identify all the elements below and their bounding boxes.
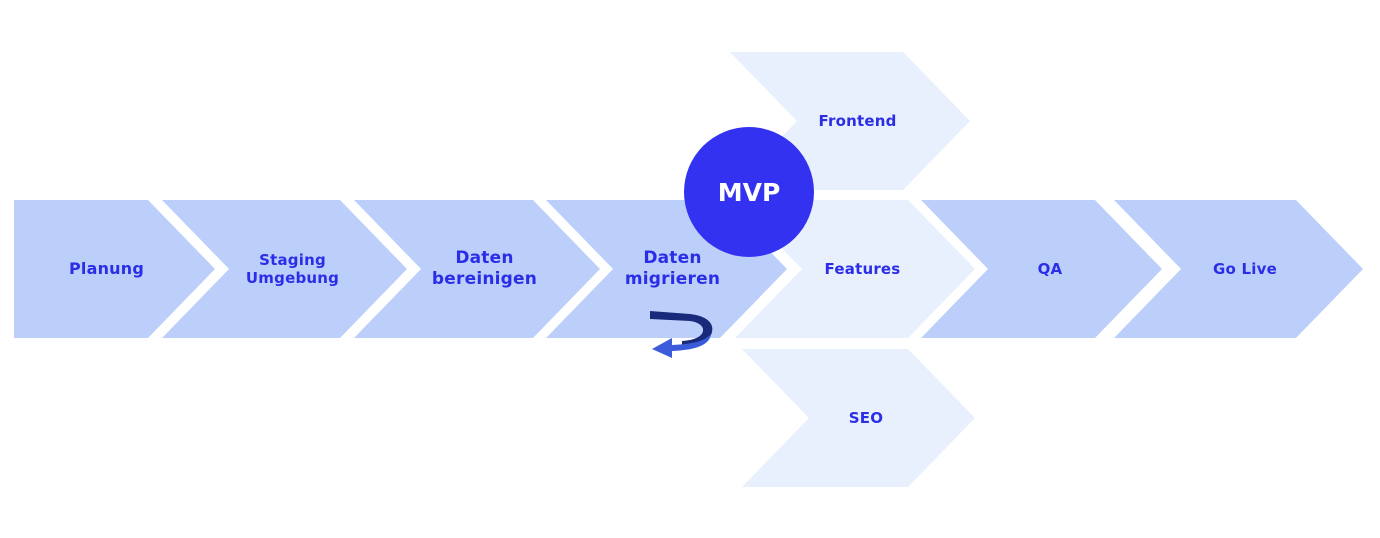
mvp-label: MVP [717, 177, 781, 207]
branch-label-features: Features [824, 260, 901, 278]
chevron-qa [921, 200, 1162, 338]
chevron-planung [14, 200, 215, 338]
chevron-go-live [1114, 200, 1363, 338]
branch-label-seo: SEO [848, 409, 884, 427]
mvp-milestone-circle: MVP [684, 127, 814, 257]
step-label-staging-umgebung: Staging Umgebung [245, 251, 340, 287]
chevron-staging-umgebung [162, 200, 407, 338]
step-label-go-live: Go Live [1213, 260, 1277, 278]
step-label-daten-migrieren: Daten migrieren [624, 248, 721, 289]
step-label-planung: Planung [68, 259, 145, 278]
chevron-seo [742, 349, 975, 487]
circular-arrow-icon [650, 311, 713, 358]
step-label-qa: QA [1037, 260, 1063, 278]
branch-label-frontend: Frontend [818, 112, 897, 130]
step-label-daten-bereinigen: Daten bereinigen [431, 248, 538, 289]
chevron-daten-bereinigen [354, 200, 600, 338]
